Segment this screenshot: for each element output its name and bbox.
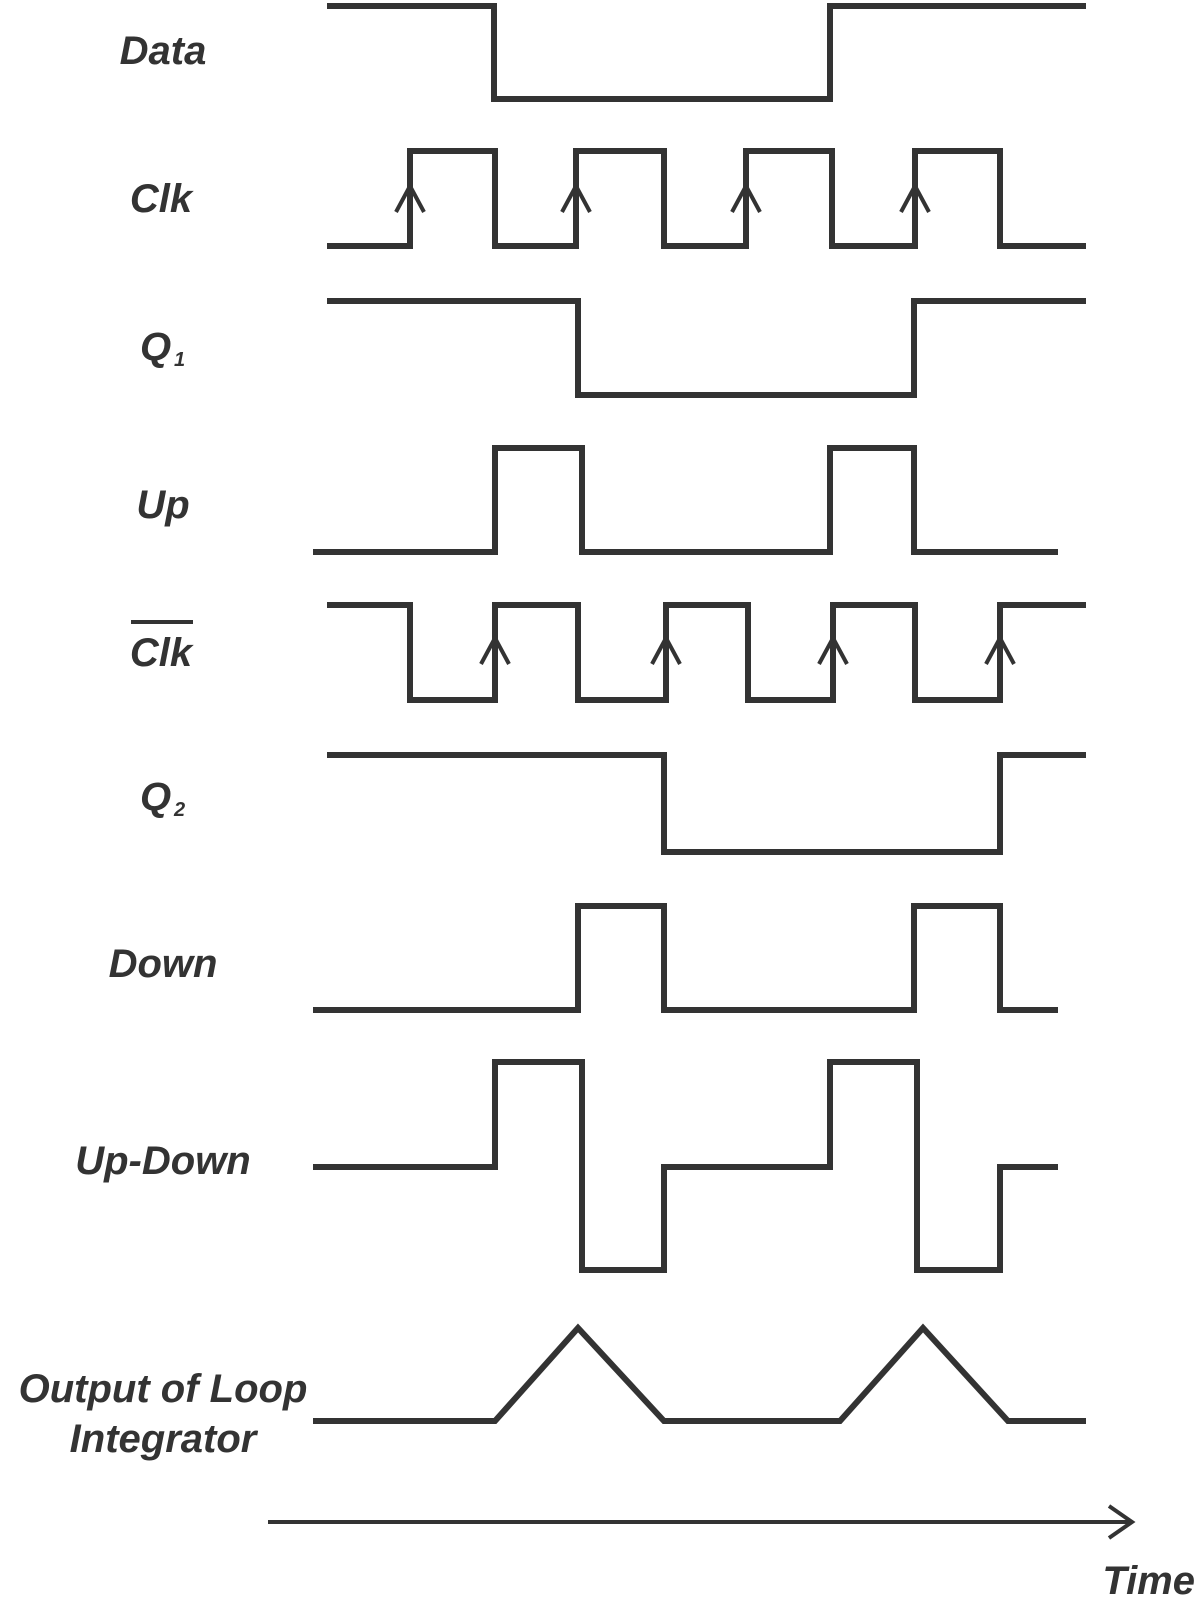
label-q2: Q 2 bbox=[140, 775, 185, 821]
time-axis-label: Time bbox=[1102, 1559, 1195, 1597]
waveform-data bbox=[327, 3, 1086, 102]
clk-bar-rising-edge-arrow-4 bbox=[984, 633, 1016, 665]
waveform-up bbox=[313, 445, 1058, 555]
label-q1: Q 1 bbox=[140, 325, 185, 371]
label-q2-main: Q bbox=[140, 775, 171, 819]
clk-rising-edge-arrow-4 bbox=[899, 181, 931, 213]
waveform-q1 bbox=[327, 298, 1086, 398]
waveform-clk-bar bbox=[327, 602, 1086, 703]
label-up: Up bbox=[136, 483, 189, 527]
label-clk-bar-text: Clk bbox=[130, 631, 194, 675]
label-clk-bar: Clk bbox=[130, 620, 194, 675]
clk-rising-edge-arrow-3 bbox=[730, 181, 762, 213]
label-q1-subscript: 1 bbox=[174, 349, 185, 371]
waveform-down bbox=[313, 903, 1058, 1013]
clk-bar-rising-edge-arrows bbox=[479, 633, 1016, 665]
waveform-integrator-output bbox=[313, 1323, 1086, 1424]
clk-rising-edge-arrow-2 bbox=[560, 181, 592, 213]
time-axis: Time bbox=[268, 1504, 1195, 1597]
label-data: Data bbox=[120, 29, 207, 73]
waveform-q2 bbox=[327, 752, 1086, 855]
clk-rising-edge-arrows bbox=[394, 181, 931, 213]
label-up-down: Up-Down bbox=[75, 1139, 251, 1183]
label-integrator: Output of Loop Integrator bbox=[19, 1367, 308, 1461]
label-integrator-line1: Output of Loop bbox=[19, 1367, 308, 1411]
clk-bar-rising-edge-arrow-2 bbox=[650, 633, 682, 665]
time-axis-arrowhead-icon bbox=[1107, 1504, 1136, 1540]
waveform-clk bbox=[327, 148, 1086, 249]
clk-rising-edge-arrow-1 bbox=[394, 181, 426, 213]
clk-bar-rising-edge-arrow-1 bbox=[479, 633, 511, 665]
waveform-up-down bbox=[313, 1059, 1058, 1273]
label-clk: Clk bbox=[130, 177, 194, 221]
label-q1-main: Q bbox=[140, 325, 171, 369]
label-down: Down bbox=[109, 942, 218, 986]
label-integrator-line2: Integrator bbox=[70, 1417, 259, 1461]
label-q2-subscript: 2 bbox=[173, 799, 185, 821]
clk-bar-rising-edge-arrow-3 bbox=[817, 633, 849, 665]
